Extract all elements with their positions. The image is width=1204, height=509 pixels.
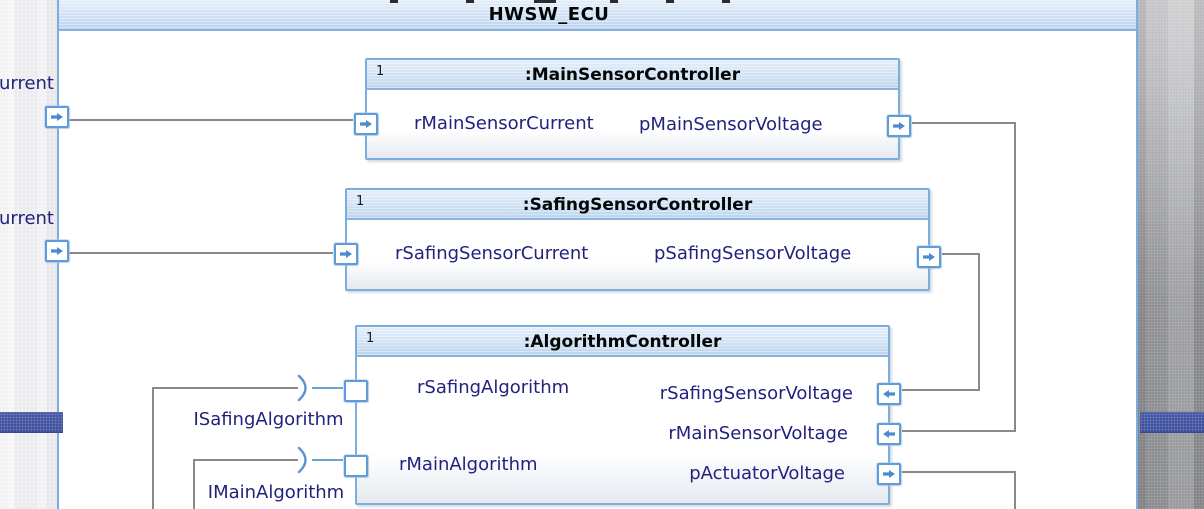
required-interface-socket-icon[interactable] [296,446,313,474]
clipped-text-mark [390,0,398,3]
port-rmainsensorcurrent[interactable] [354,113,378,135]
block-header [347,190,928,220]
interface-label-isafingalgorithm: ISafingAlgorithm [193,409,344,430]
arrow-right-icon [51,247,63,255]
frame-port-safing-current[interactable] [45,240,69,262]
arrow-right-icon [340,250,352,258]
block-header [357,327,888,357]
required-interface-socket-icon[interactable] [296,374,313,402]
port-rmainsensorvoltage[interactable] [877,423,901,445]
port-pmainsensorvoltage[interactable] [887,115,911,137]
port-pactuatorvoltage[interactable] [877,463,901,485]
port-label-rsafingalgorithm: rSafingAlgorithm [417,377,570,398]
socket-stub-1 [312,387,343,389]
port-label-psafingsensorvoltage: pSafingSensorVoltage [654,243,852,264]
arrow-left-icon [883,390,895,398]
frame-port-main-current[interactable] [45,106,69,128]
multiplicity-label: 1 [356,194,365,209]
port-rmainalgorithm[interactable] [344,455,368,477]
block-title: :SafingSensorController [522,195,753,215]
block-main-sensor-controller[interactable]: 1 :MainSensorController rMainSensorCurre… [354,58,911,160]
connector-frame-to-mainsensor[interactable] [69,119,353,121]
port-rsafingsensorcurrent[interactable] [334,243,358,265]
arrow-right-icon [883,470,895,478]
clipped-text-mark [610,0,618,3]
port-rsafingsensorvoltage[interactable] [877,383,901,405]
multiplicity-label: 1 [376,64,385,79]
clipped-text-mark [534,0,556,3]
port-label-rsafingsensorcurrent: rSafingSensorCurrent [395,243,589,264]
port-label-pactuatorvoltage: pActuatorVoltage [689,463,845,484]
arrow-right-icon [51,113,63,121]
connector-imainalgorithm-h[interactable] [193,459,298,461]
port-label-rmainsensorvoltage: rMainSensorVoltage [668,423,848,444]
clipped-text-mark [722,0,730,3]
clipped-port-label-current-2: urrent [0,208,54,229]
connector-frame-to-safingsensor[interactable] [69,252,333,254]
port-label-rmainsensorcurrent: rMainSensorCurrent [414,113,594,134]
connector-actuator-out-v[interactable] [1014,471,1016,509]
connector-to-rsafingsensorvoltage[interactable] [902,389,980,391]
arrow-right-icon [893,122,905,130]
connector-mainsensor-out-v[interactable] [1014,122,1016,432]
block-algorithm-controller[interactable]: 1 :AlgorithmController rSafingAlgorithm … [344,325,901,505]
port-label-rmainalgorithm: rMainAlgorithm [399,454,538,475]
port-label-pmainsensorvoltage: pMainSensorVoltage [639,114,823,135]
clipped-text-mark [466,0,474,3]
clipped-text-mark [666,0,674,3]
frame-title: HWSW_ECU [488,4,610,25]
arrow-left-icon [883,430,895,438]
connector-mainsensor-out-h[interactable] [912,122,1016,124]
interface-label-imainalgorithm: IMainAlgorithm [207,482,345,503]
block-title: :AlgorithmController [523,332,722,352]
port-psafingsensorvoltage[interactable] [917,246,941,268]
connector-imainalgorithm-v[interactable] [193,459,195,509]
frame-header[interactable] [59,0,1136,31]
connector-actuator-out-h[interactable] [902,471,1016,473]
block-header [367,60,898,90]
connector-isafingalgorithm-v[interactable] [152,387,154,509]
arrow-right-icon [923,253,935,261]
background-window-bar-left [0,412,63,433]
port-rsafingalgorithm[interactable] [344,380,368,402]
block-safing-sensor-controller[interactable]: 1 :SafingSensorController rSafingSensorC… [334,188,941,291]
clipped-port-label-current-1: urrent [0,73,54,94]
connector-isafingalgorithm-h[interactable] [152,387,298,389]
connector-safingsensor-out-h[interactable] [942,253,980,255]
background-window-bar-right [1140,412,1204,433]
connector-safingsensor-out-v[interactable] [978,253,980,391]
multiplicity-label: 1 [366,331,375,346]
socket-stub-2 [312,459,343,461]
arrow-right-icon [360,120,372,128]
port-label-rsafingsensorvoltage: rSafingSensorVoltage [659,383,853,404]
block-title: :MainSensorController [524,65,741,85]
connector-to-rmainsensorvoltage[interactable] [902,430,1016,432]
